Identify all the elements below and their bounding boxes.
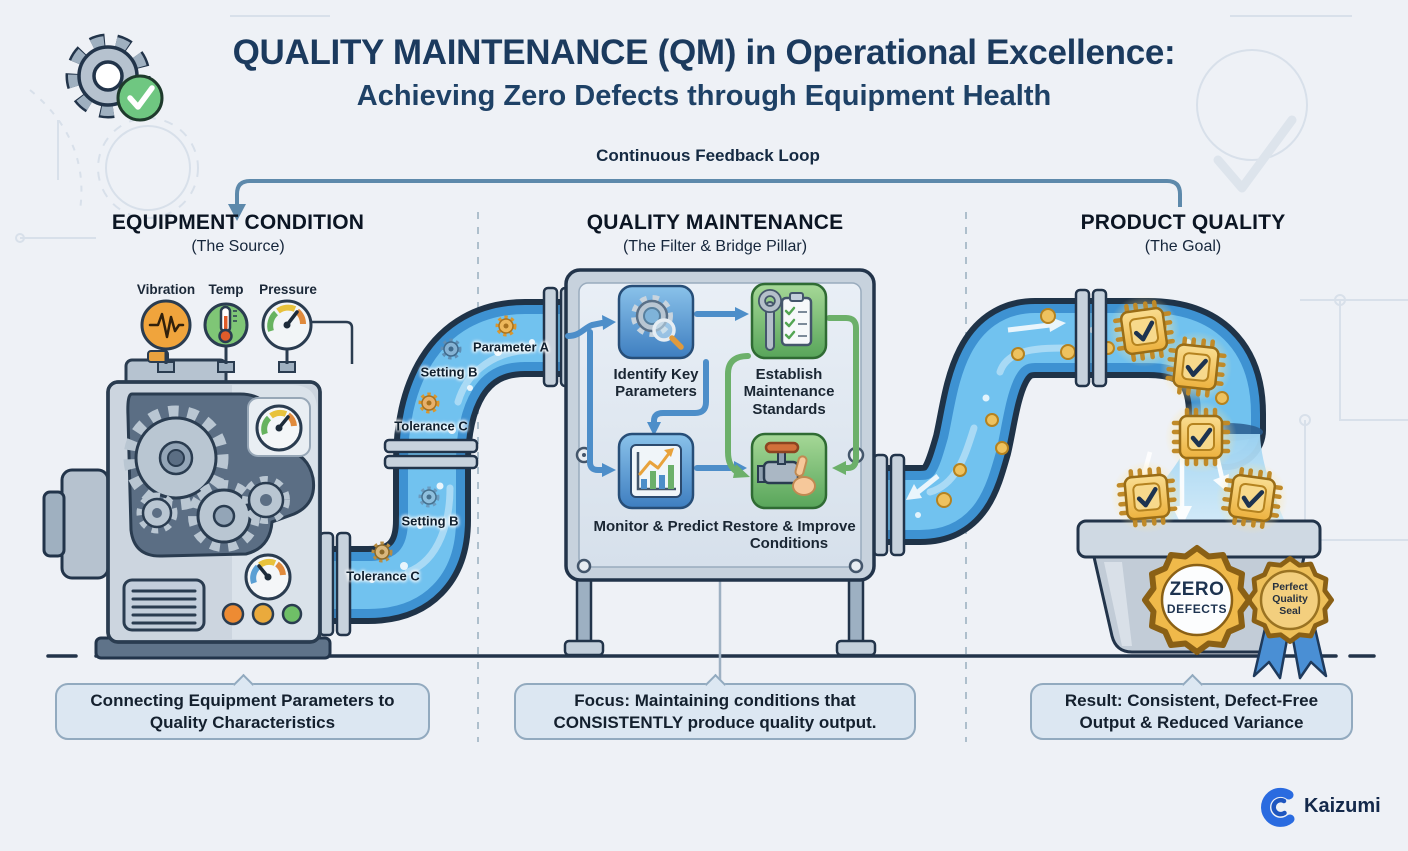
column-subtitle: (The Goal) [1144, 238, 1222, 255]
perfect-quality-seal-badge [1245, 555, 1335, 680]
feedback-loop-arrow [228, 179, 1182, 221]
step-monitor-icon [617, 432, 695, 510]
pipe-label-setting-b-lower: Setting B [401, 513, 459, 529]
pipe-label-parameter-a: Parameter A [472, 339, 550, 355]
zero-defects-badge [1142, 545, 1252, 655]
pipe2-flow-arrows [906, 316, 1066, 500]
vent-grille [122, 578, 206, 632]
perfect-seal-text: Perfect Quality Seal [1253, 581, 1327, 617]
chip [1108, 295, 1180, 367]
pipe2-flanges [872, 288, 1108, 557]
particle-tolerance-c-upper [418, 392, 440, 414]
seal-line3: Seal [1279, 604, 1301, 617]
machine-buttons [221, 602, 303, 626]
step-label-establish: Establish Maintenance Standards [743, 366, 835, 418]
particle-setting-b-lower [418, 486, 440, 508]
zero-defects-line1: ZERO [1169, 579, 1225, 600]
particle-tolerance-c-lower [371, 541, 393, 563]
particle-parameter-a [495, 315, 517, 337]
pipe1-gear-particles [371, 315, 517, 563]
feedback-arrowhead [228, 204, 246, 221]
sensor-stack [140, 299, 354, 364]
equipment-machine [42, 350, 332, 660]
step-restore-icon [750, 432, 828, 510]
caption-maintenance: Focus: Maintaining conditions that CONSI… [514, 683, 916, 740]
caption-text: Result: Consistent, Defect-Free Output &… [1064, 691, 1319, 732]
quality-chips [1108, 295, 1288, 534]
seal-line1: Perfect [1272, 581, 1308, 593]
temperature-sensor-icon [203, 302, 249, 348]
machine-gauge-bottom [244, 553, 292, 601]
column-header-product: PRODUCT QUALITY (The Goal) [1000, 211, 1366, 256]
pressure-label: Pressure [259, 282, 317, 297]
seal-line2: Quality [1272, 592, 1308, 605]
column-dividers [477, 212, 967, 742]
chip [1111, 461, 1183, 533]
qm-flow-arrows [565, 307, 859, 478]
column-title: PRODUCT QUALITY [1080, 211, 1286, 234]
chip [1160, 331, 1232, 403]
chip [1165, 401, 1237, 473]
column-title: QUALITY MAINTENANCE [586, 211, 844, 234]
gears-icon [123, 405, 290, 552]
gear-check-icon [65, 33, 164, 122]
step-identify-icon [617, 284, 695, 360]
step-label-restore: Restore & Improve Conditions [722, 518, 856, 553]
step-establish-icon [750, 282, 828, 360]
vibration-label: Vibration [136, 282, 196, 297]
column-subtitle: (The Source) [191, 238, 285, 255]
qm-panel [563, 268, 877, 684]
temp-label: Temp [208, 282, 244, 297]
chip [1216, 462, 1288, 534]
column-title: EQUIPMENT CONDITION [111, 211, 365, 234]
zero-defects-line2: DEFECTS [1166, 602, 1228, 616]
pipe1-bubbles [369, 339, 535, 583]
caption-product: Result: Consistent, Defect-Free Output &… [1030, 683, 1353, 740]
blueprint-sketches [15, 15, 1408, 541]
caption-equipment: Connecting Equipment Parameters to Quali… [55, 683, 430, 740]
feedback-loop-label: Continuous Feedback Loop [596, 146, 820, 165]
pipe-label-tolerance-c-upper: Tolerance C [394, 418, 468, 434]
step-label-identify: Identify Key Parameters [613, 366, 699, 401]
kaizumi-logo-icon [1261, 787, 1295, 827]
step-label-monitor: Monitor & Predict [593, 518, 719, 535]
vibration-sensor-icon [140, 299, 192, 351]
pipe-label-tolerance-c-lower: Tolerance C [346, 568, 420, 584]
pipe-label-setting-b-upper: Setting B [420, 364, 478, 380]
page-subtitle: Achieving Zero Defects through Equipment… [356, 80, 1052, 112]
page-title: QUALITY MAINTENANCE (QM) in Operational … [232, 33, 1176, 72]
caption-text: Focus: Maintaining conditions that CONSI… [553, 691, 877, 732]
caption-text: Connecting Equipment Parameters to Quali… [90, 691, 395, 732]
particle-setting-b-upper [440, 338, 462, 360]
pressure-gauge-icon [261, 299, 313, 351]
column-header-equipment: EQUIPMENT CONDITION (The Source) [58, 211, 418, 256]
column-subtitle: (The Filter & Bridge Pillar) [622, 238, 808, 255]
brand-name: Kaizumi [1304, 795, 1381, 817]
machine-gauge-top [247, 397, 311, 457]
column-header-maintenance: QUALITY MAINTENANCE (The Filter & Bridge… [530, 211, 900, 256]
